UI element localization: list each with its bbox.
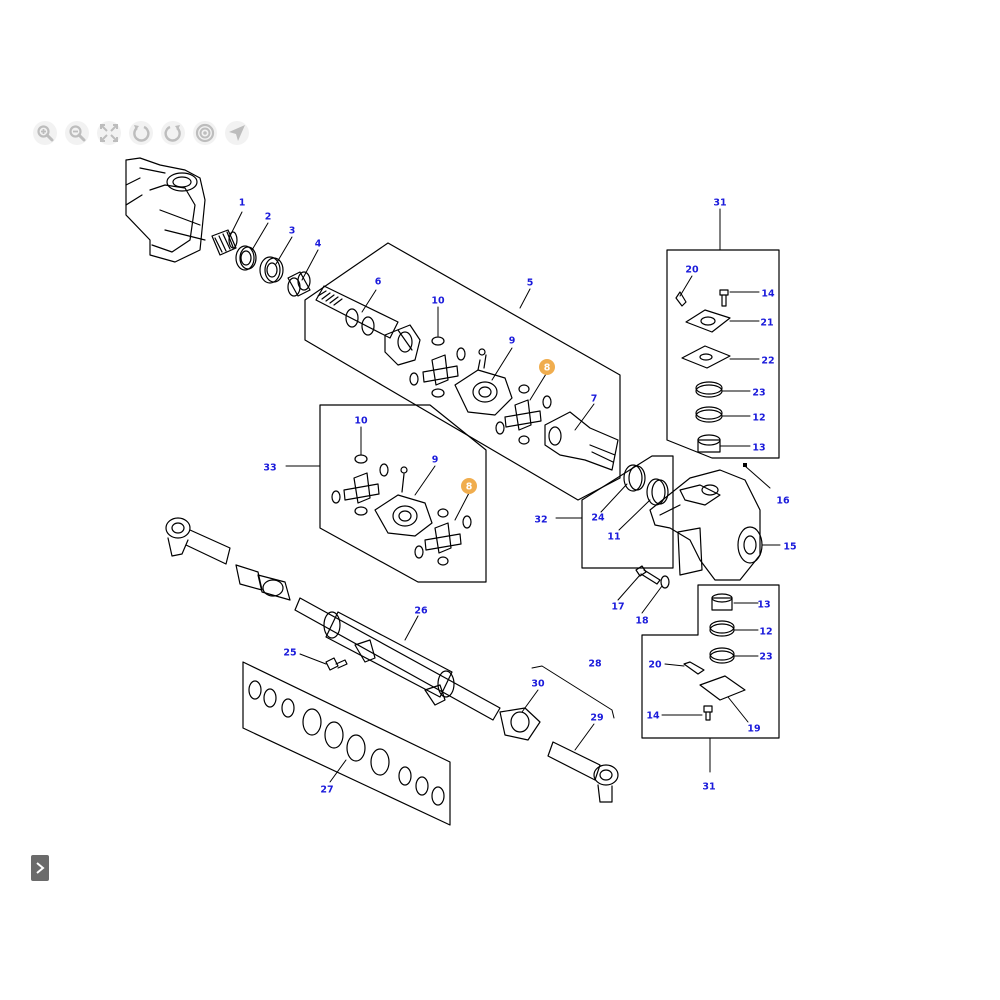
chevron-right-icon bbox=[36, 862, 45, 874]
axle-housing bbox=[125, 157, 206, 263]
fit-screen-icon bbox=[97, 121, 121, 145]
zoom-in-button[interactable] bbox=[30, 118, 60, 148]
expand-panel-button[interactable] bbox=[31, 855, 49, 881]
callout-20[interactable]: 20 bbox=[648, 660, 662, 671]
callout-33[interactable]: 33 bbox=[263, 463, 276, 474]
target-icon bbox=[193, 121, 217, 145]
ball-joint-part-30 bbox=[499, 707, 541, 741]
navigate-button[interactable] bbox=[222, 118, 252, 148]
tie-rod-part-29 bbox=[547, 741, 619, 803]
yoke-left bbox=[384, 324, 421, 366]
zoom-out-icon bbox=[65, 121, 89, 145]
callout-23[interactable]: 23 bbox=[759, 652, 772, 663]
group-box-31-lower bbox=[641, 584, 780, 739]
callout-6[interactable]: 6 bbox=[375, 277, 382, 288]
callout-30[interactable]: 30 bbox=[531, 679, 545, 690]
callout-8[interactable]: 8 bbox=[466, 482, 473, 493]
double-yoke-part-9-b bbox=[374, 466, 433, 537]
callout-32[interactable]: 32 bbox=[534, 515, 547, 526]
callout-14[interactable]: 14 bbox=[646, 711, 660, 722]
callout-10[interactable]: 10 bbox=[431, 296, 445, 307]
callout-9[interactable]: 9 bbox=[432, 455, 439, 466]
group-box-31-upper bbox=[666, 249, 780, 459]
seal-part-11 bbox=[646, 478, 669, 506]
callout-5[interactable]: 5 bbox=[527, 278, 534, 289]
callout-25[interactable]: 25 bbox=[283, 648, 296, 659]
bolt-part-17 bbox=[635, 565, 661, 585]
callout-17[interactable]: 17 bbox=[611, 602, 624, 613]
bush-part-4 bbox=[287, 271, 311, 297]
zoom-out-button[interactable] bbox=[62, 118, 92, 148]
tie-rod-end-left bbox=[165, 517, 231, 565]
callout-19[interactable]: 19 bbox=[747, 724, 760, 735]
steering-cylinder-part-26 bbox=[294, 597, 501, 721]
leader-lines bbox=[229, 208, 781, 783]
callout-13[interactable]: 13 bbox=[757, 600, 770, 611]
callout-10[interactable]: 10 bbox=[354, 416, 368, 427]
callout-24[interactable]: 24 bbox=[591, 513, 605, 524]
callout-29[interactable]: 29 bbox=[590, 713, 603, 724]
double-yoke-part-9-a bbox=[454, 348, 513, 416]
washer-part-18 bbox=[660, 575, 670, 589]
rotate-right-button[interactable] bbox=[158, 118, 188, 148]
ball-joint-left bbox=[235, 564, 291, 601]
target-button[interactable] bbox=[190, 118, 220, 148]
callout-18[interactable]: 18 bbox=[635, 616, 649, 627]
callout-15[interactable]: 15 bbox=[783, 542, 796, 553]
group-box-5 bbox=[304, 242, 621, 501]
callout-21[interactable]: 21 bbox=[760, 318, 773, 329]
needle-bearing-part-1 bbox=[211, 229, 238, 256]
seal-ring-part-3 bbox=[259, 256, 284, 284]
callout-13[interactable]: 13 bbox=[752, 443, 765, 454]
callout-16[interactable]: 16 bbox=[776, 496, 790, 507]
callout-26[interactable]: 26 bbox=[414, 606, 428, 617]
callout-9[interactable]: 9 bbox=[509, 336, 516, 347]
rotate-left-button[interactable] bbox=[126, 118, 156, 148]
callout-27[interactable]: 27 bbox=[320, 785, 333, 796]
group-box-33 bbox=[319, 404, 487, 583]
callout-28[interactable]: 28 bbox=[588, 659, 602, 670]
callout-31[interactable]: 31 bbox=[713, 198, 726, 209]
callout-highlight-8 bbox=[539, 359, 555, 375]
navigate-icon bbox=[225, 121, 249, 145]
viewer-toolbar bbox=[30, 118, 252, 148]
callout-7[interactable]: 7 bbox=[591, 394, 598, 405]
seal-kit-part-27 bbox=[248, 680, 445, 806]
steering-knuckle-part-15 bbox=[649, 469, 763, 581]
cross-spider-part-8-b bbox=[414, 508, 472, 566]
rotate-left-icon bbox=[129, 121, 153, 145]
group-box-27 bbox=[242, 661, 451, 826]
callout-22[interactable]: 22 bbox=[761, 356, 774, 367]
yoke-shaft-part-7 bbox=[544, 411, 619, 471]
cross-spider-part-10-a bbox=[409, 336, 466, 398]
callout-4[interactable]: 4 bbox=[315, 239, 322, 250]
callout-31[interactable]: 31 bbox=[702, 782, 715, 793]
bolt-part-25 bbox=[325, 657, 348, 671]
group-box-32 bbox=[581, 455, 674, 569]
callout-14[interactable]: 14 bbox=[761, 289, 775, 300]
callout-highlight-8 bbox=[461, 478, 477, 494]
callout-2[interactable]: 2 bbox=[265, 212, 272, 223]
leader-markers bbox=[743, 463, 747, 467]
callout-labels: 1234567891033109831201421222312131615243… bbox=[239, 198, 797, 796]
cross-spider-part-8-a bbox=[495, 384, 552, 445]
callout-20[interactable]: 20 bbox=[685, 265, 699, 276]
callout-12[interactable]: 12 bbox=[752, 413, 765, 424]
rotate-right-icon bbox=[161, 121, 185, 145]
seal-part-24 bbox=[623, 464, 646, 492]
callout-23[interactable]: 23 bbox=[752, 388, 765, 399]
cross-spider-part-10-b bbox=[331, 454, 389, 516]
zoom-in-icon bbox=[33, 121, 57, 145]
callout-11[interactable]: 11 bbox=[607, 532, 620, 543]
fit-screen-button[interactable] bbox=[94, 118, 124, 148]
seal-ring-part-2 bbox=[235, 245, 257, 271]
callout-1[interactable]: 1 bbox=[239, 198, 246, 209]
callout-12[interactable]: 12 bbox=[759, 627, 772, 638]
splined-shaft-part-6 bbox=[315, 285, 399, 339]
lower-kingpin-assembly bbox=[683, 593, 746, 721]
upper-kingpin-assembly bbox=[675, 289, 731, 453]
callout-3[interactable]: 3 bbox=[289, 226, 296, 237]
callout-8[interactable]: 8 bbox=[544, 363, 551, 374]
